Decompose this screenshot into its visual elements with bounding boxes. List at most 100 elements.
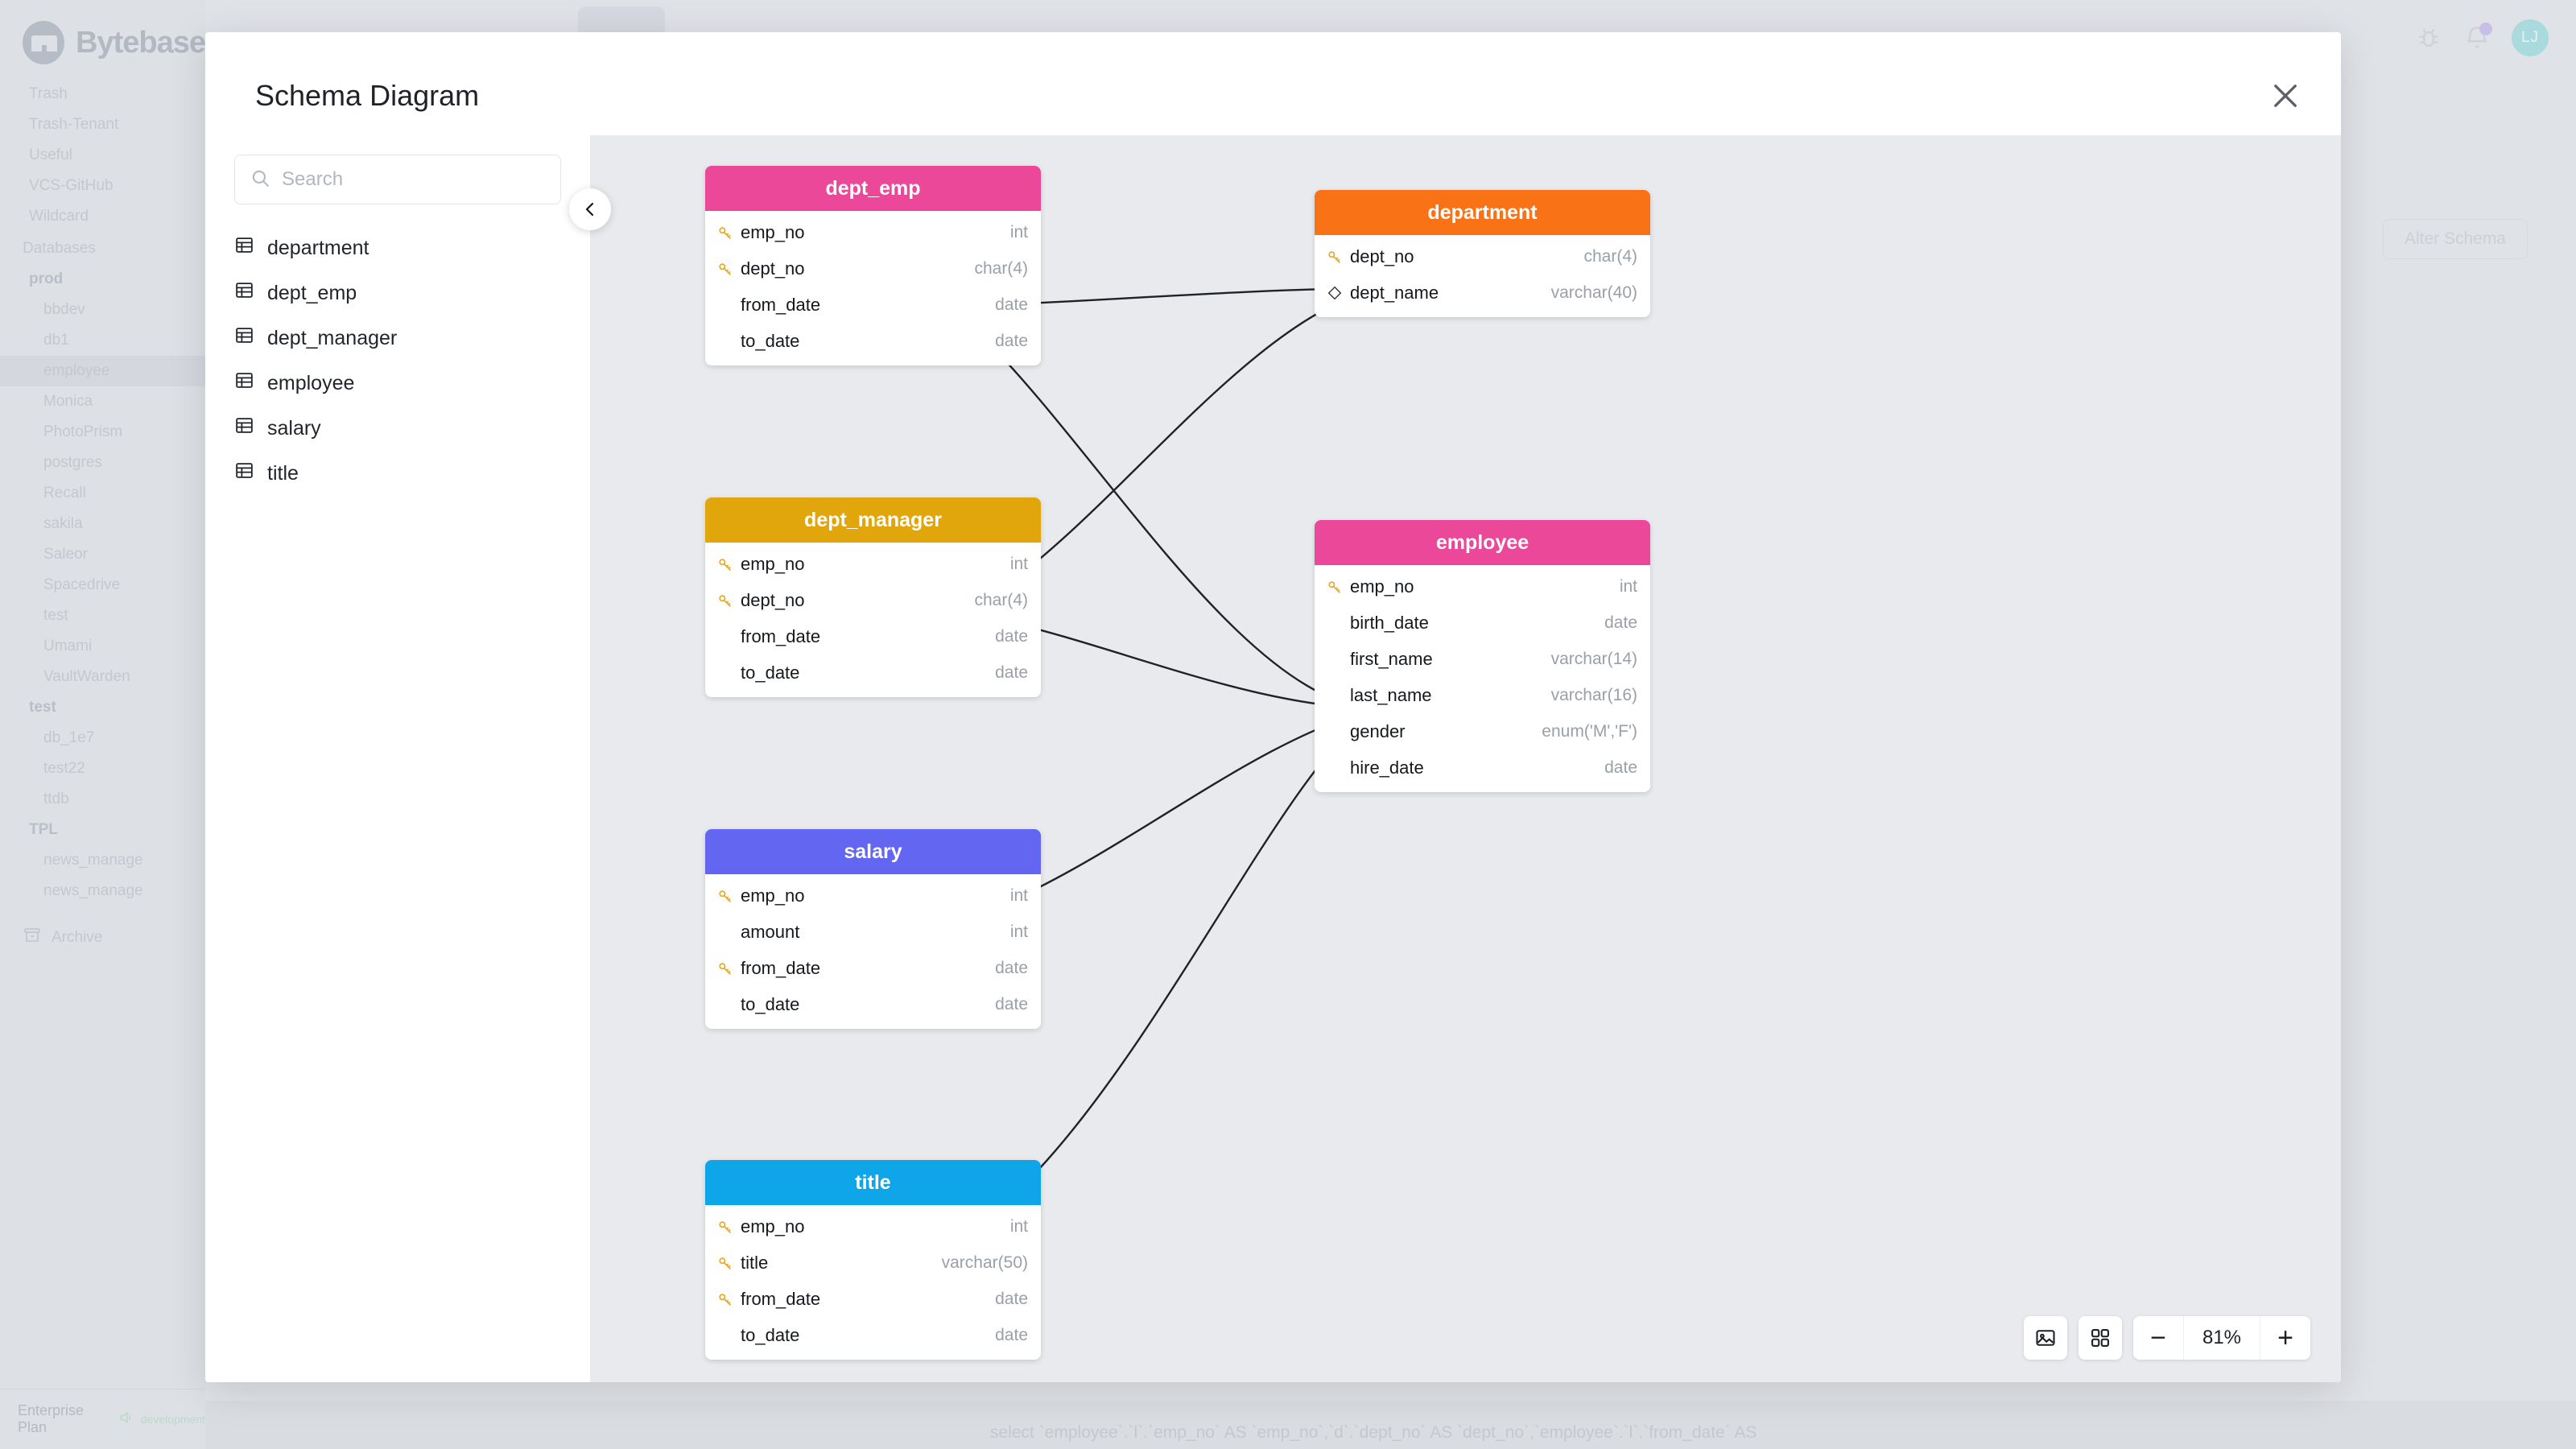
column-row[interactable]: dept_no char(4) [705, 250, 1041, 287]
column-row[interactable]: emp_no int [705, 1208, 1041, 1245]
db-item-umami[interactable]: Umami [43, 638, 93, 654]
table-node-salary[interactable]: salary emp_no int amount int from_dat [705, 829, 1041, 1029]
column-name: emp_no [741, 885, 805, 906]
column-row[interactable]: title varchar(50) [705, 1245, 1041, 1281]
table-list-item-dept-manager[interactable]: dept_manager [234, 316, 561, 361]
table-node-dept-manager[interactable]: dept_manager emp_no int dept_no char(4) [705, 497, 1041, 697]
table-node-dept-emp[interactable]: dept_emp emp_no int dept_no char(4) f [705, 166, 1041, 365]
column-row[interactable]: hire_date date [1315, 749, 1650, 786]
table-list-item-dept-emp[interactable]: dept_emp [234, 270, 561, 316]
db-item-employee[interactable]: employee [0, 356, 205, 386]
table-node-title[interactable]: title emp_no int title varchar(50) fr [705, 1160, 1041, 1360]
db-item-test[interactable]: test [43, 607, 68, 624]
search-box[interactable] [234, 155, 561, 204]
db-item-db1[interactable]: db1 [43, 332, 69, 349]
db-item-test22[interactable]: test22 [43, 760, 85, 777]
db-item-news-manage-2[interactable]: news_manage [43, 882, 143, 899]
column-row[interactable]: last_name varchar(16) [1315, 677, 1650, 713]
sidebar-item-useful[interactable]: Useful [29, 147, 72, 163]
table-list-item-salary[interactable]: salary [234, 406, 561, 451]
column-row[interactable]: emp_no int [705, 877, 1041, 914]
table-node-columns: emp_no int birth_date date first_name va… [1315, 565, 1650, 792]
table-icon [234, 235, 254, 261]
column-type: varchar(14) [1550, 649, 1637, 668]
key-icon [716, 555, 741, 573]
table-node-columns: emp_no int dept_no char(4) from_date dat… [705, 543, 1041, 697]
column-row[interactable]: to_date date [705, 986, 1041, 1022]
sidebar-item-trash-tenant[interactable]: Trash-Tenant [29, 116, 119, 133]
sidebar-item-trash[interactable]: Trash [29, 85, 68, 102]
sidebar-item-wildcard[interactable]: Wildcard [29, 208, 89, 225]
column-row[interactable]: from_date date [705, 618, 1041, 654]
image-icon[interactable] [2024, 1316, 2067, 1360]
column-row[interactable]: birth_date date [1315, 605, 1650, 641]
plan-environment: development [140, 1413, 205, 1426]
db-item-postgres[interactable]: postgres [43, 454, 102, 471]
table-list-item-employee[interactable]: employee [234, 361, 561, 406]
table-list-item-department[interactable]: department [234, 225, 561, 270]
column-row[interactable]: to_date date [705, 654, 1041, 691]
column-row[interactable]: to_date date [705, 1317, 1041, 1353]
db-item-bbdev[interactable]: bbdev [43, 301, 85, 318]
column-name: birth_date [1350, 612, 1429, 633]
column-row[interactable]: amount int [705, 914, 1041, 950]
column-name: gender [1350, 720, 1406, 741]
column-name: dept_no [741, 258, 805, 279]
collapse-panel-button[interactable] [569, 188, 611, 230]
table-node-employee[interactable]: employee emp_no int birth_date date f [1315, 520, 1650, 792]
column-type: int [1009, 1216, 1028, 1236]
avatar[interactable]: LJ [2512, 19, 2549, 56]
key-icon [716, 224, 741, 242]
db-item-saleor[interactable]: Saleor [43, 546, 88, 563]
column-type: date [995, 1325, 1028, 1344]
column-row[interactable]: emp_no int [705, 546, 1041, 582]
db-group-prod[interactable]: prod [29, 270, 64, 287]
bug-icon[interactable] [2415, 24, 2442, 52]
table-list-panel: department dept_emp [205, 135, 611, 1382]
column-row[interactable]: first_name varchar(14) [1315, 641, 1650, 677]
column-row[interactable]: emp_no int [1315, 568, 1650, 605]
zoom-in-button[interactable]: + [2277, 1322, 2293, 1353]
db-item-spacedrive[interactable]: Spacedrive [43, 576, 121, 593]
column-type: date [995, 626, 1028, 646]
sidebar-item-vcs-github[interactable]: VCS-GitHub [29, 177, 114, 194]
column-row[interactable]: from_date date [705, 287, 1041, 323]
db-item-recall[interactable]: Recall [43, 485, 86, 502]
brand-logo[interactable]: Bytebase [0, 0, 206, 64]
key-icon [716, 1290, 741, 1308]
db-item-photoprism[interactable]: PhotoPrism [43, 423, 123, 440]
db-item-ttdb[interactable]: ttdb [43, 791, 69, 807]
column-row[interactable]: dept_no char(4) [1315, 238, 1650, 275]
column-row[interactable]: from_date date [705, 950, 1041, 986]
sidebar-item-archive[interactable]: Archive [0, 918, 205, 958]
zoom-out-button[interactable]: − [2150, 1322, 2166, 1353]
table-list-item-label: dept_manager [267, 326, 398, 349]
zoom-level[interactable]: 81% [2183, 1316, 2260, 1360]
table-list-item-title[interactable]: title [234, 451, 561, 496]
db-item-news-manage-1[interactable]: news_manage [43, 852, 143, 869]
db-group-test[interactable]: test [29, 699, 56, 716]
db-group-tpl[interactable]: TPL [29, 821, 58, 838]
column-row[interactable]: dept_name varchar(40) [1315, 275, 1650, 311]
column-row[interactable]: emp_no int [705, 214, 1041, 250]
db-item-sakila[interactable]: sakila [43, 515, 83, 532]
background-tab[interactable] [578, 6, 665, 37]
column-row[interactable]: dept_no char(4) [705, 582, 1041, 618]
column-type: int [1009, 222, 1028, 242]
grid-icon[interactable] [2079, 1316, 2122, 1360]
db-item-monica[interactable]: Monica [43, 393, 93, 410]
close-icon[interactable] [2268, 79, 2302, 113]
alter-schema-button[interactable]: Alter Schema [2382, 219, 2528, 259]
column-row[interactable]: from_date date [705, 1281, 1041, 1317]
diagram-canvas[interactable]: dept_emp emp_no int dept_no char(4) f [591, 135, 2341, 1382]
column-row[interactable]: to_date date [705, 323, 1041, 359]
plan-bar[interactable]: Enterprise Plan development [0, 1389, 205, 1449]
db-item-vaultwarden[interactable]: VaultWarden [43, 668, 130, 685]
table-icon [234, 280, 254, 306]
search-input[interactable] [282, 168, 546, 191]
column-name: from_date [741, 625, 821, 646]
db-item-db-1e7[interactable]: db_1e7 [43, 729, 95, 746]
bell-icon[interactable] [2463, 23, 2492, 52]
table-node-department[interactable]: department dept_no char(4) dept_name var… [1315, 190, 1650, 317]
column-row[interactable]: gender enum('M','F') [1315, 713, 1650, 749]
